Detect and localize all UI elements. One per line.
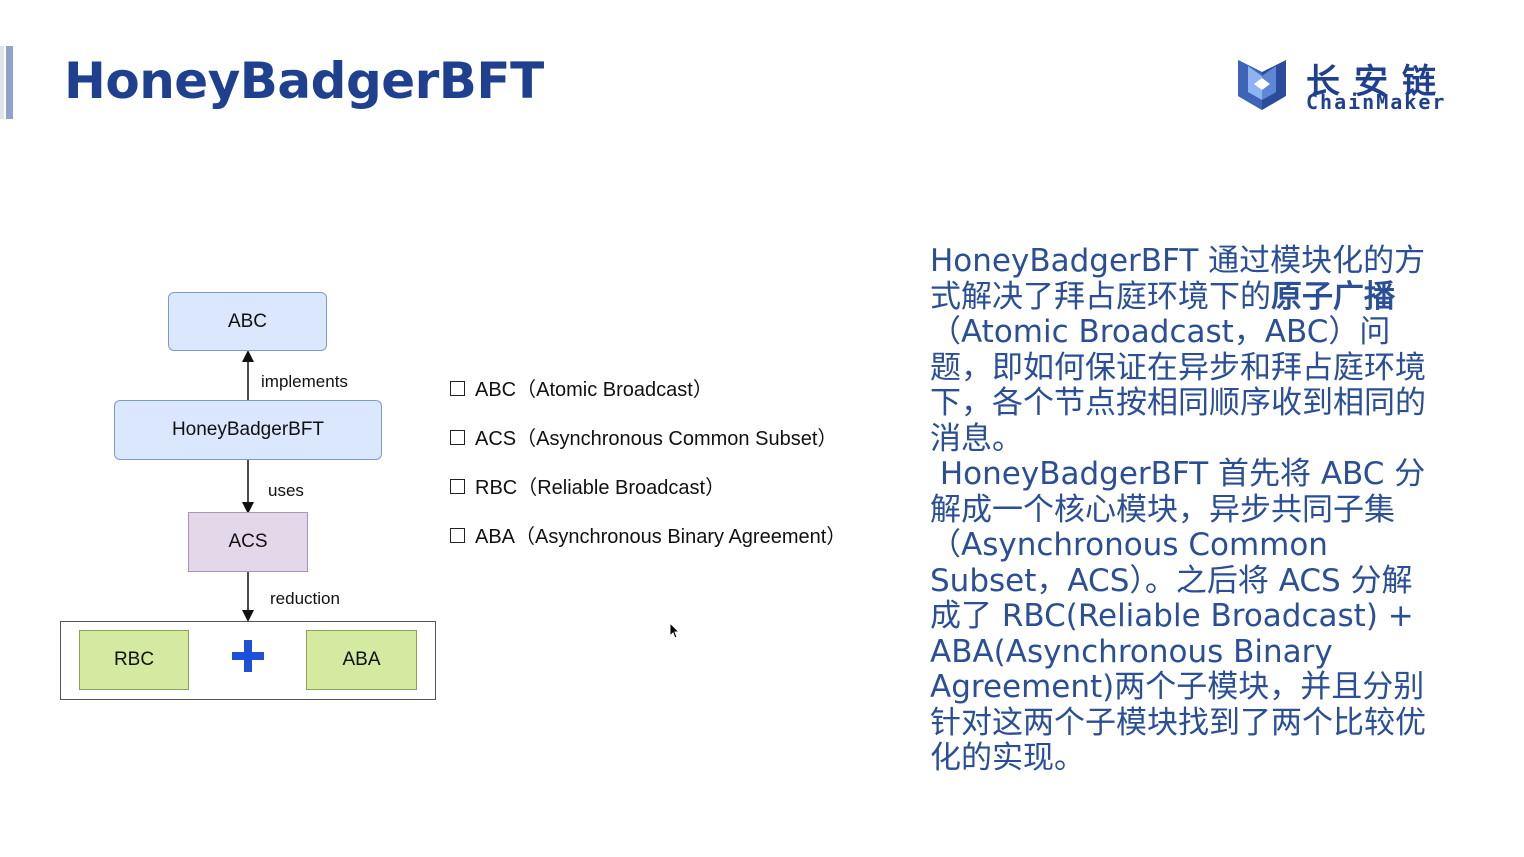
node-honeybadgerbft: HoneyBadgerBFT [114,400,382,460]
logo-cn-text: 长安链 [1306,62,1450,102]
slide-accent-bar-inner [6,46,13,119]
mouse-cursor-icon [669,622,681,639]
p1-text-after: （Atomic Broadcast，ABC）问题，即如何保证在异步和拜占庭环境下… [930,314,1426,457]
checkbox-icon [450,430,465,445]
node-aba: ABA [306,630,417,690]
description-paragraph-1: HoneyBadgerBFT 通过模块化的方式解决了拜占庭环境下的原子广播（At… [930,243,1440,457]
edge-label-reduction: reduction [270,589,340,608]
edge-label-uses: uses [268,481,304,500]
legend-full: （Reliable Broadcast） [517,477,726,499]
legend-item: RBC（Reliable Broadcast） [450,471,725,500]
legend-abbr: ACS [475,428,517,450]
p1-text-before: HoneyBadgerBFT 通过模块化的方式解决了拜占庭环境下的 [930,243,1426,315]
legend-item: ABA（Asynchronous Binary Agreement） [450,520,846,549]
node-abc: ABC [168,292,327,351]
checkbox-icon [450,479,465,494]
logo-en-text: ChainMaker [1306,90,1447,114]
plus-icon [232,640,264,672]
p1-bold-term: 原子广播 [1271,278,1395,315]
edge-label-implements: implements [261,372,348,391]
legend-full: （Asynchronous Binary Agreement） [515,526,847,548]
slide-accent-bar [0,46,4,119]
chainmaker-cube-logo-icon [1238,60,1286,110]
legend-abbr: RBC [475,477,518,499]
legend-item: ACS（Asynchronous Common Subset） [450,422,837,451]
p2-text: HoneyBadgerBFT 首先将 ABC 分解成一个核心模块，异步共同子集（… [930,456,1426,776]
description-paragraph-2: HoneyBadgerBFT 首先将 ABC 分解成一个核心模块，异步共同子集（… [930,456,1440,777]
checkbox-icon [450,381,465,396]
diagram-arrows [242,350,254,622]
legend-abbr: ABC [475,379,517,401]
node-rbc: RBC [79,630,189,690]
checkbox-icon [450,528,465,543]
legend-abbr: ABA [475,526,516,548]
slide-title: HoneyBadgerBFT [64,52,544,110]
chainmaker-logo: 长安链 ChainMaker [1234,54,1484,114]
node-acs: ACS [188,512,308,572]
legend-item: ABC（Atomic Broadcast） [450,373,713,402]
legend-full: （Atomic Broadcast） [516,379,713,401]
rbc-aba-group [60,621,436,700]
legend-full: （Asynchronous Common Subset） [516,428,838,450]
